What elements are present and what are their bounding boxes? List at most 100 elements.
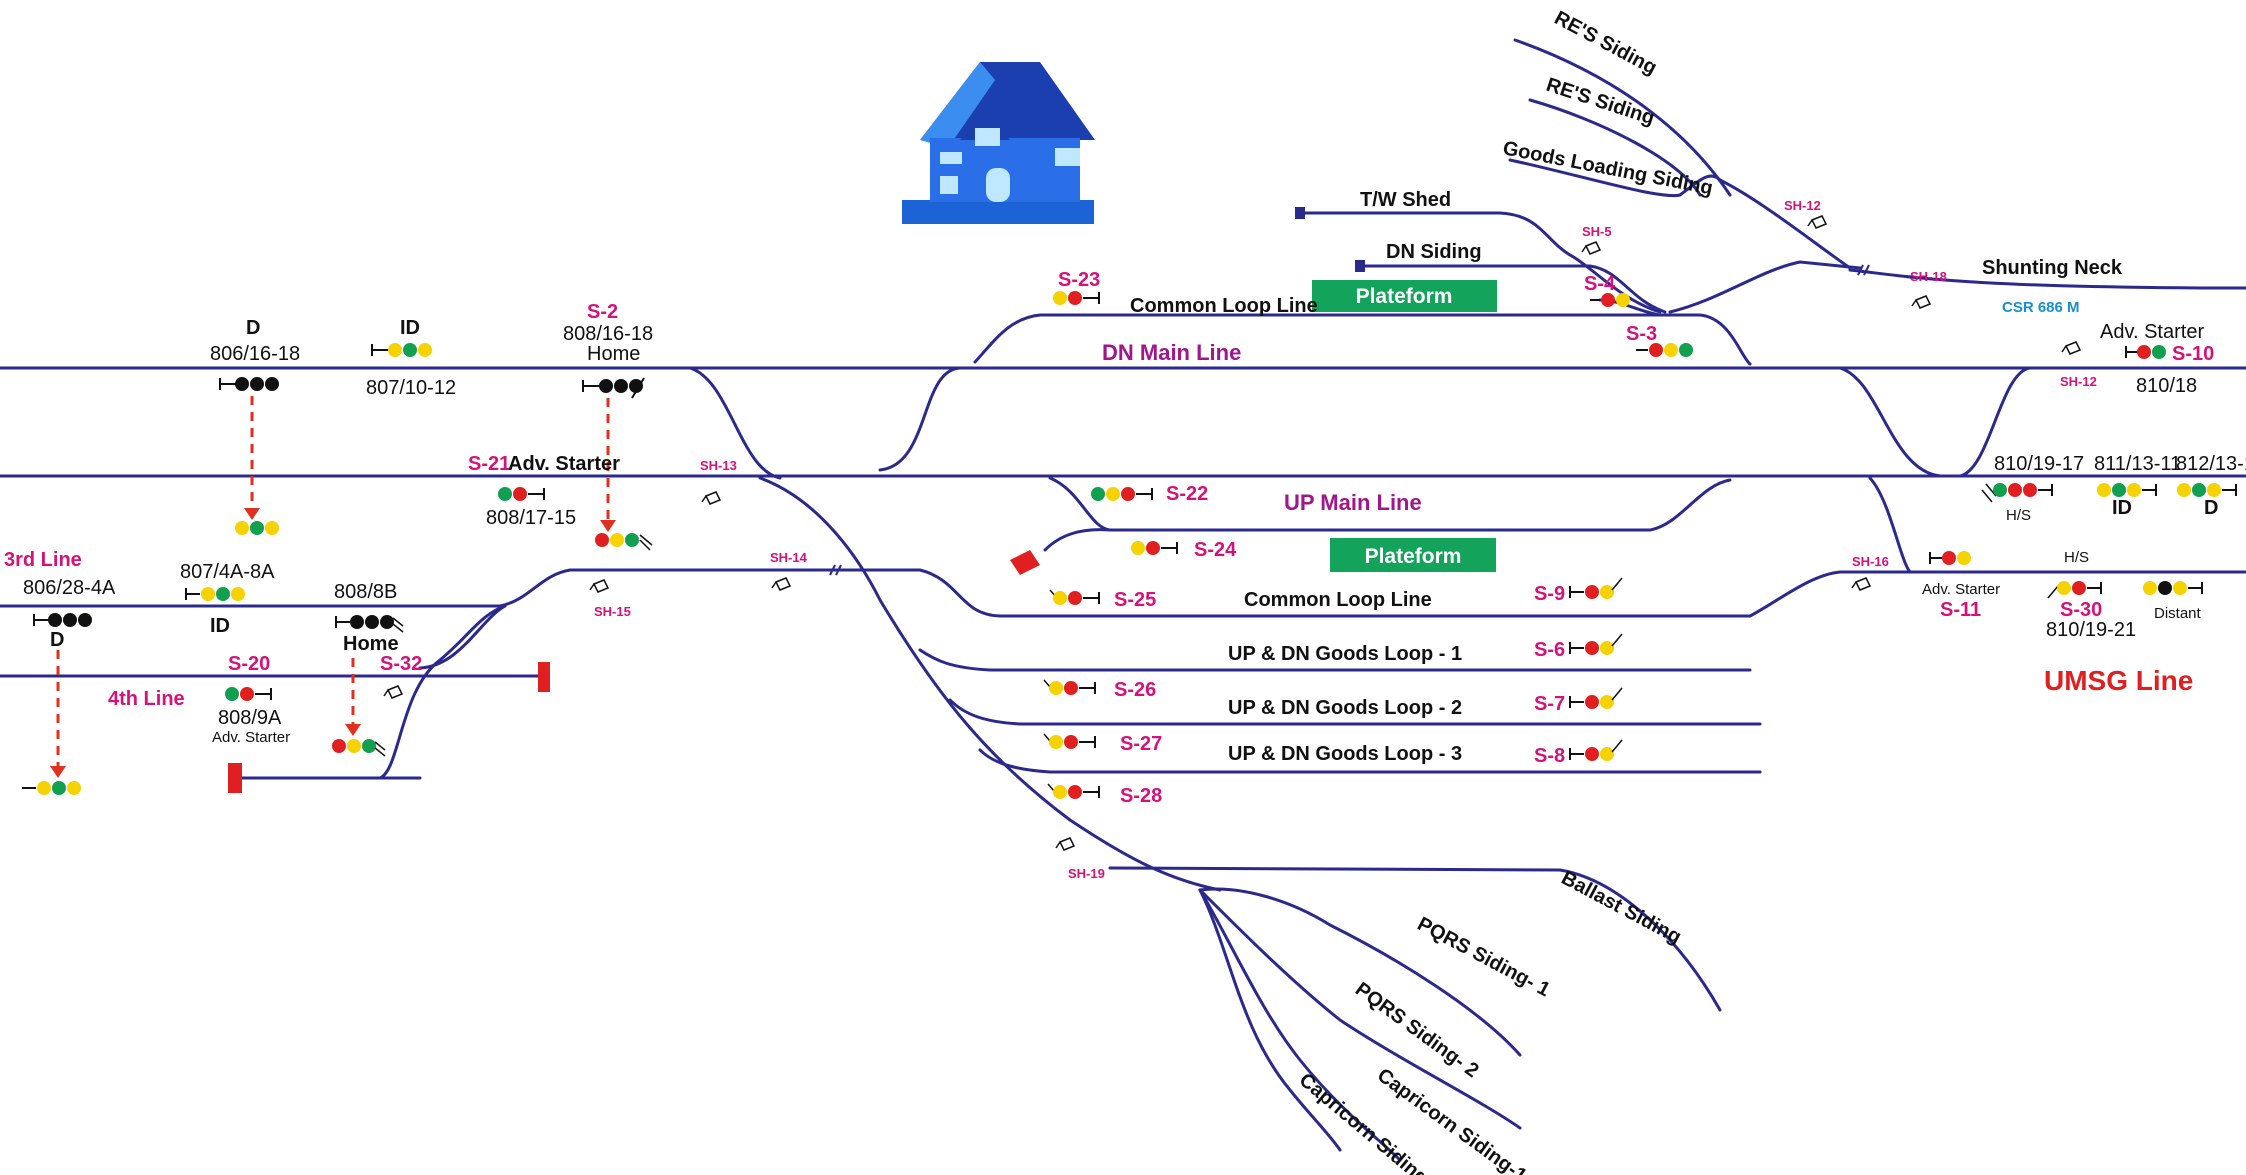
signal-s11 [1929, 551, 1971, 565]
signal-s24-label: S-24 [1194, 539, 1237, 561]
km-807-4a-8a: 807/4A-8A [180, 561, 275, 583]
signal-id-left [185, 587, 245, 601]
signal-s7 [1569, 687, 1623, 709]
km-810-18: 810/18 [2136, 375, 2197, 397]
hs-2-label: H/S [2064, 549, 2089, 566]
adv-starter-20-label: Adv. Starter [212, 729, 290, 746]
signal-s22 [1091, 487, 1153, 501]
shunt-signal-icon [1581, 241, 1602, 255]
fourth-line-label: 4th Line [108, 688, 185, 710]
common-loop-bottom-label: Common Loop Line [1244, 589, 1432, 611]
km-806-28-4a: 806/28-4A [23, 577, 116, 599]
id-left-label: ID [210, 615, 230, 637]
d-top-label: D [246, 317, 260, 339]
d-left-label: D [50, 629, 64, 651]
id-top-label: ID [400, 317, 420, 339]
adv-starter-10-label: Adv. Starter [2100, 321, 2204, 343]
signal-s23 [1053, 291, 1100, 305]
shunt-signal-icon [1851, 577, 1872, 591]
signal-s24 [1131, 541, 1178, 555]
shunt-sh14-label: SH-14 [770, 550, 808, 565]
signal-s9-label: S-9 [1534, 583, 1565, 605]
signal-d-left-repeat [22, 781, 81, 795]
signal-s30 [2047, 581, 2102, 599]
shunting-neck-label: Shunting Neck [1982, 257, 2123, 279]
signal-s7-label: S-7 [1534, 693, 1565, 715]
signal-s32-label: S-32 [380, 653, 422, 675]
km-812-13-11: 812/13-11 [2176, 453, 2246, 475]
signal-distant [2143, 581, 2203, 595]
signal-s27 [1043, 733, 1096, 749]
shunt-sh12a-label: SH-12 [1784, 198, 1821, 213]
shunt-sh18-label: SH-18 [1910, 269, 1947, 284]
signal-s27-label: S-27 [1120, 733, 1162, 755]
signal-s8 [1569, 739, 1623, 761]
signal-s2-label: S-2 [587, 301, 618, 323]
signal-s8-label: S-8 [1534, 745, 1565, 767]
dn-main-label: DN Main Line [1102, 340, 1241, 365]
signal-s11-label: S-11 [1940, 599, 1981, 621]
signal-hs-1 [1981, 483, 2053, 503]
signal-s2-repeat [595, 533, 653, 551]
shunt-sh5-label: SH-5 [1582, 224, 1612, 239]
res-siding-1-label: RE'S Siding [1551, 7, 1661, 79]
goods-loop-3-label: UP & DN Goods Loop - 3 [1228, 743, 1462, 765]
signal-s4-label: S-4 [1584, 273, 1616, 295]
platform-top: Plateform [1312, 280, 1497, 312]
km-808-16-18: 808/16-18 [563, 323, 653, 345]
shunt-sh16-label: SH-16 [1852, 554, 1889, 569]
platform-bottom-label: Plateform [1365, 545, 1462, 568]
buffer-stop-icon [1010, 550, 1040, 575]
platform-top-label: Plateform [1356, 285, 1453, 308]
buffer-stop-icon [1355, 260, 1365, 272]
signal-s22-label: S-22 [1166, 483, 1208, 505]
ballast-siding-label: Ballast Siding [1558, 867, 1685, 949]
signal-id-top [371, 343, 432, 357]
signal-s26 [1043, 679, 1096, 695]
km-810-19-21: 810/19-21 [2046, 619, 2136, 641]
track-network [0, 38, 2246, 1162]
id-right-label: ID [2112, 497, 2132, 519]
signal-s10-label: S-10 [2172, 343, 2214, 365]
shunt-signal-icon [383, 685, 404, 699]
tw-shed-label: T/W Shed [1360, 189, 1451, 211]
shunt-signal-icon [2061, 341, 2082, 355]
pqrs-siding-1-label: PQRS Siding- 1 [1414, 913, 1554, 1001]
signal-s6 [1569, 633, 1623, 655]
platform-bottom: Plateform [1330, 538, 1496, 572]
signal-s20-label: S-20 [228, 653, 270, 675]
km-808-9a: 808/9A [218, 707, 282, 729]
signal-s10 [2125, 345, 2166, 359]
shunt-signal-icon [771, 577, 792, 591]
signal-d-top-repeat [235, 521, 279, 535]
signal-home-left [335, 615, 404, 633]
res-siding-2-label: RE'S Siding [1543, 74, 1657, 130]
d-right-label: D [2204, 497, 2218, 519]
km-808-17-15: 808/17-15 [486, 507, 576, 529]
shunt-signal-icon [589, 579, 610, 593]
shunt-signal-icon [1911, 295, 1932, 309]
goods-loop-1-label: UP & DN Goods Loop - 1 [1228, 643, 1462, 665]
signal-d-left [33, 613, 92, 627]
shunt-signal-icon [1807, 215, 1828, 229]
adv-starter-21-label: Adv. Starter [508, 453, 620, 475]
station-building-icon [902, 62, 1095, 224]
goods-loading-siding-label: Goods Loading Siding [1501, 137, 1715, 199]
dn-siding-label: DN Siding [1386, 241, 1482, 263]
signal-s25-label: S-25 [1114, 589, 1156, 611]
signal-s6-label: S-6 [1534, 639, 1565, 661]
hs-1-label: H/S [2006, 507, 2031, 524]
signal-d-right [2177, 483, 2237, 497]
signal-home-left-repeat [332, 739, 386, 757]
buffer-stop-icon [538, 662, 550, 692]
signal-s26-label: S-26 [1114, 679, 1156, 701]
signal-s20 [225, 687, 272, 701]
home-left-label: Home [343, 633, 399, 655]
csr-label: CSR 686 M [2002, 299, 2080, 316]
signal-s2 [582, 377, 645, 399]
km-806-16-18: 806/16-18 [210, 343, 300, 365]
shunt-signal-icon [701, 491, 722, 505]
signal-s3 [1636, 343, 1693, 357]
signal-s23-label: S-23 [1058, 269, 1100, 291]
